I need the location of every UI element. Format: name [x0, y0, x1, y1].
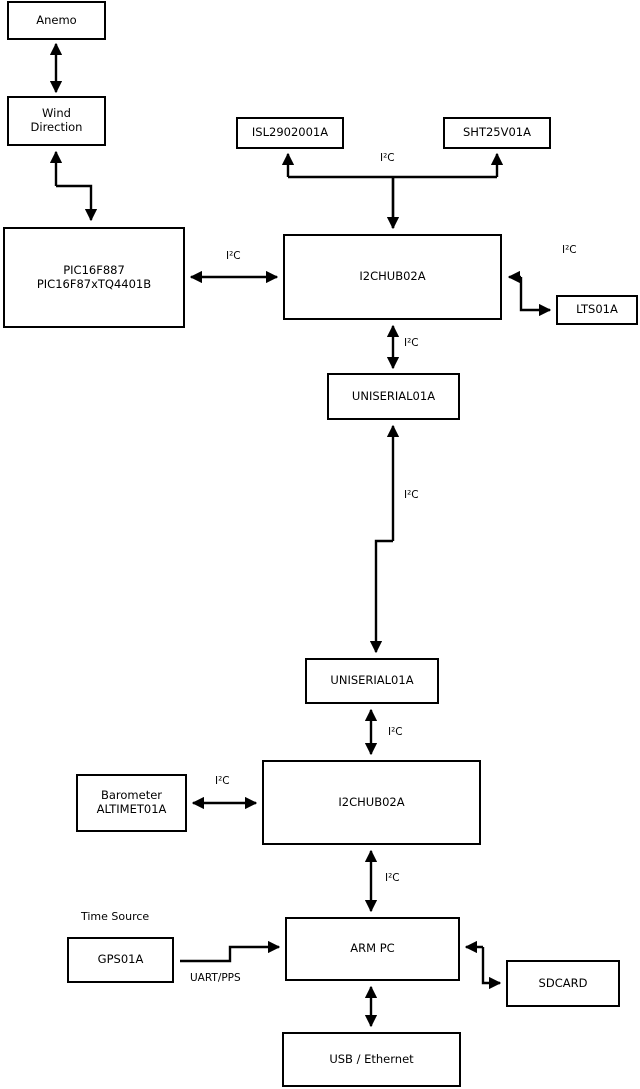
- edge-label-i2c-hub-lts: I²C: [562, 244, 577, 256]
- edge-gps-armpc: [180, 940, 281, 963]
- node-anemo[interactable]: Anemo: [7, 1, 106, 40]
- node-pic-mcu[interactable]: PIC16F887 PIC16F87xTQ4401B: [3, 227, 185, 328]
- edge-label-i2c-hub2-armpc: I²C: [385, 872, 400, 884]
- edge-label-uart-pps: UART/PPS: [190, 972, 241, 984]
- node-arm-pc[interactable]: ARM PC: [285, 917, 460, 981]
- edge-label-i2c-uniserial-uniserial: I²C: [404, 489, 419, 501]
- node-lts01a[interactable]: LTS01A: [556, 295, 638, 325]
- node-sht25v01a[interactable]: SHT25V01A: [443, 117, 551, 149]
- node-gps01a[interactable]: GPS01A: [67, 937, 174, 983]
- node-isl2902001a[interactable]: ISL2902001A: [236, 117, 344, 149]
- edge-armpc-to-sdcard: [481, 947, 502, 990]
- node-sdcard[interactable]: SDCARD: [506, 960, 620, 1007]
- edge-label-i2c-uniserial-hub2: I²C: [388, 726, 403, 738]
- node-uniserial01a-bottom[interactable]: UNISERIAL01A: [305, 658, 439, 704]
- node-barometer[interactable]: Barometer ALTIMET01A: [76, 774, 187, 832]
- edge-label-i2c-barometer-hub2: I²C: [215, 775, 230, 787]
- node-uniserial01a-top[interactable]: UNISERIAL01A: [327, 373, 460, 420]
- edge-uniserial-down: [369, 539, 393, 654]
- node-i2chub02a-top[interactable]: I2CHUB02A: [283, 234, 502, 320]
- node-i2chub02a-bottom[interactable]: I2CHUB02A: [262, 760, 481, 845]
- edge-hubtop-to-lts: [519, 277, 552, 317]
- edge-label-i2c-top-bus: I²C: [380, 152, 395, 164]
- edge-label-i2c-hub-uniserial: I²C: [404, 337, 419, 349]
- node-wind-direction[interactable]: Wind Direction: [7, 96, 106, 146]
- label-time-source: Time Source: [81, 910, 150, 923]
- edge-wind-pic-jog: [56, 184, 98, 222]
- edge-label-i2c-pic-hub: I²C: [226, 250, 241, 262]
- node-usb-ethernet[interactable]: USB / Ethernet: [282, 1032, 461, 1087]
